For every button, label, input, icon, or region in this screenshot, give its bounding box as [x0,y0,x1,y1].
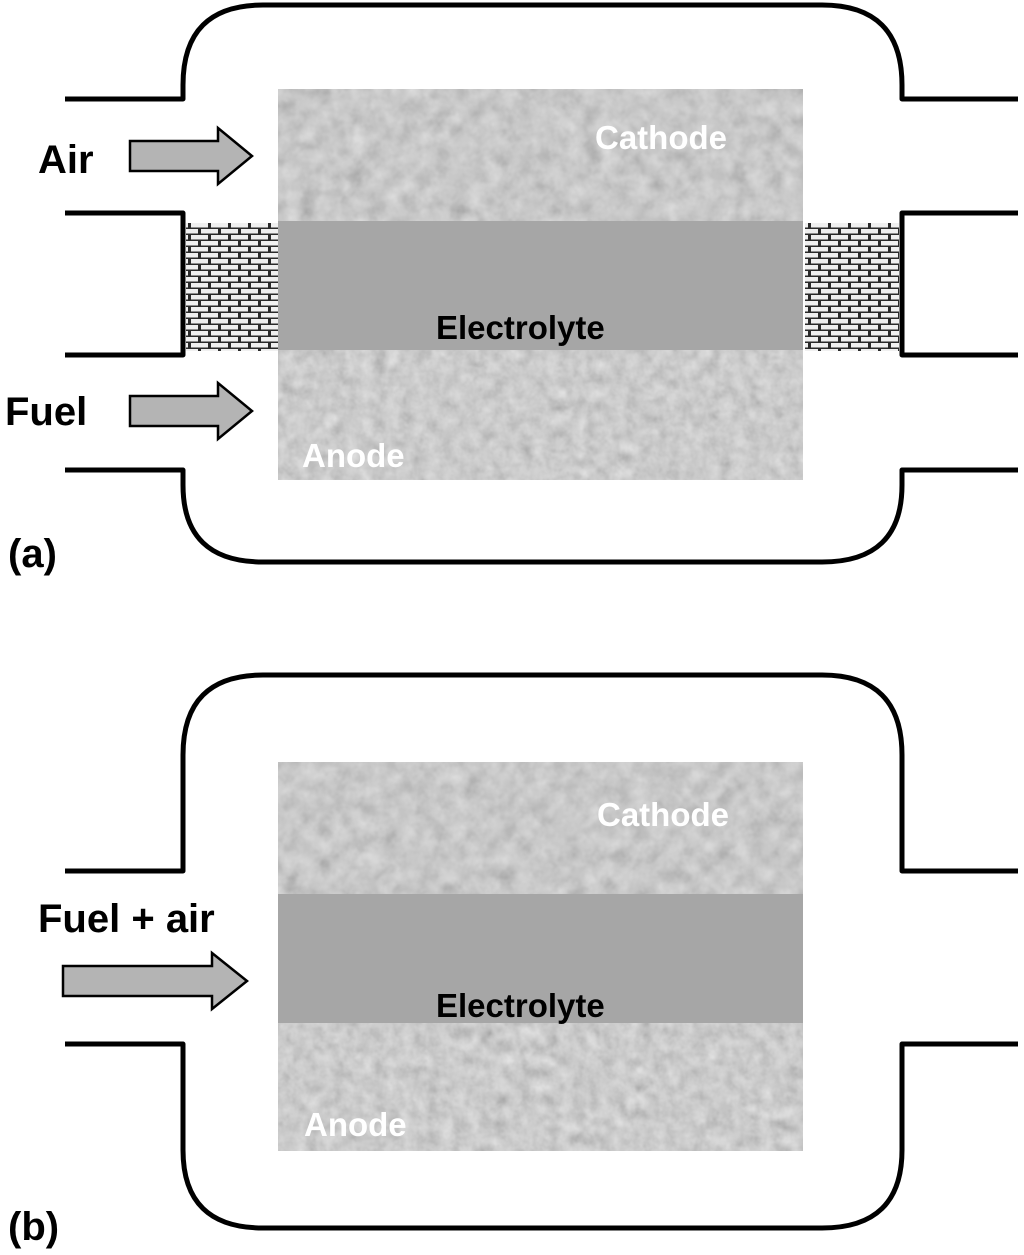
anode-layer-b [278,1023,803,1151]
fuel-arrow-a [128,380,254,442]
anode-layer-a [278,350,803,480]
electrolyte-label-b: Electrolyte [436,987,605,1024]
fuel-air-arrow [61,950,250,1012]
cathode-layer-a [278,89,803,221]
anode-label-b: Anode [304,1106,407,1143]
air-arrow [128,125,254,187]
anode-label-a: Anode [302,437,405,474]
cathode-layer-b [278,762,803,894]
electrolyte-layer-a [278,221,803,350]
fuel-inlet-label: Fuel [5,390,87,434]
panel-b-label: (b) [8,1205,59,1249]
air-inlet-label: Air [38,138,94,182]
housing-outline-a [65,2,1018,565]
cathode-label-a: Cathode [595,119,727,156]
panel-a: Air Fuel Cathode Electrolyte Anode (a) [5,2,1018,576]
cathode-label-b: Cathode [597,796,729,833]
panel-a-label: (a) [8,532,57,576]
electrolyte-layer-b [278,894,803,1023]
seal-right [805,223,899,351]
housing-outline-b [65,672,1018,1231]
electrolyte-label-a: Electrolyte [436,309,605,346]
seal-left [186,223,280,351]
fuel-air-inlet-label: Fuel + air [38,897,215,941]
panel-b: Fuel + air Cathode Electrolyte Anode (b) [8,672,1018,1249]
